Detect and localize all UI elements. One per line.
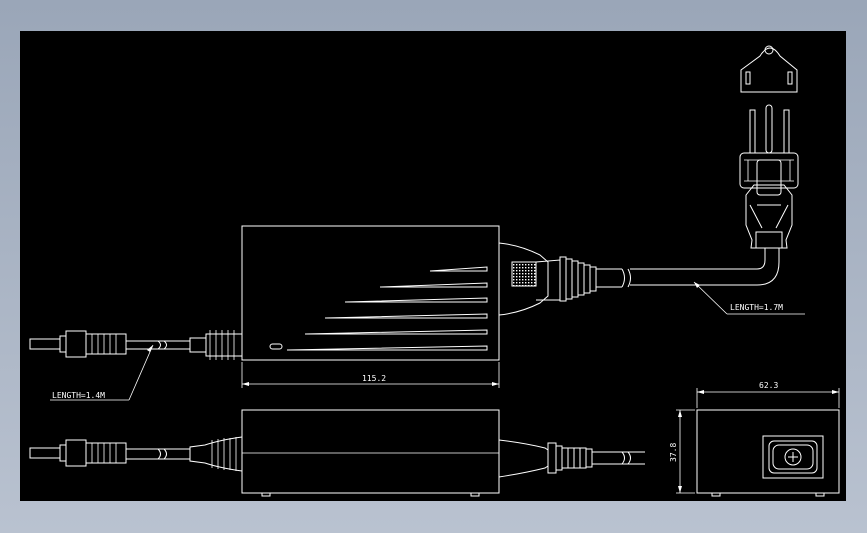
dc-plug-side: [29, 439, 127, 467]
ac-length-label: LENGTH=1.7M: [730, 303, 783, 312]
adapter-drawing: 115.2: [29, 45, 840, 497]
dc-cable-top: [126, 330, 243, 360]
height-dimension: 37.8: [669, 409, 695, 494]
adapter-top-view: [241, 225, 500, 361]
vent-slats: [286, 266, 488, 351]
dc-length-callout: LENGTH=1.4M: [50, 344, 154, 401]
adapter-end-view: [696, 409, 840, 497]
width-dimension-label: 115.2: [362, 374, 386, 383]
depth-dimension: 62.3: [696, 381, 840, 408]
ac-length-callout: LENGTH=1.7M: [693, 281, 805, 315]
width-dimension: 115.2: [241, 362, 500, 388]
plug-end-view: [740, 47, 798, 93]
depth-dimension-label: 62.3: [759, 381, 778, 390]
height-dimension-label: 37.8: [669, 443, 678, 462]
cad-drawing-area: 115.2: [20, 31, 846, 501]
dc-cable-side: [126, 436, 243, 472]
ac-inlet-icon: [784, 448, 802, 466]
dc-plug-top: [29, 330, 127, 358]
adapter-side-view: [241, 409, 645, 497]
ac-strain-relief-top: [498, 242, 622, 316]
ac-plug: [739, 45, 799, 249]
ac-cable-top: [621, 248, 780, 288]
led-indicator: [269, 343, 283, 350]
dc-length-label: LENGTH=1.4M: [52, 391, 105, 400]
